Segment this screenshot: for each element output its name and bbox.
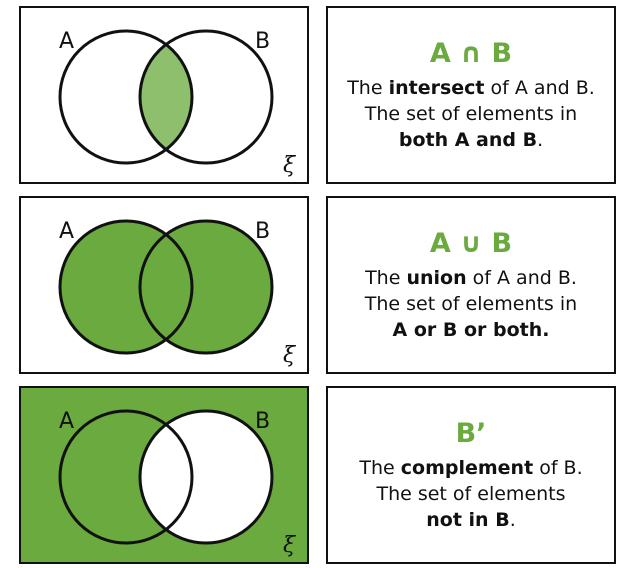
universal-set-symbol: ξ (283, 153, 297, 178)
card-line-2: The set of elements in (364, 103, 578, 125)
card-line-2: The set of elements (376, 483, 566, 505)
venn-diagram-complement-b: A B ξ (19, 386, 309, 564)
card-line-3: both A and B. (398, 129, 544, 151)
card-title: B’ (455, 418, 487, 449)
circle-b (138, 29, 274, 165)
card-line-3: not in B. (426, 509, 516, 531)
circle-a (58, 409, 194, 545)
card-title: A ∪ B (429, 228, 513, 259)
circle-a (58, 219, 194, 355)
venn-diagram-intersection: A B ξ (19, 6, 309, 184)
definition-card-intersection: A ∩ B The intersect of A and B. The set … (326, 6, 616, 184)
label-b: B (255, 29, 270, 54)
intersection-region (140, 31, 192, 163)
card-line-1: The complement of B. (359, 457, 583, 479)
label-b: B (255, 409, 270, 434)
definition-card-union: A ∪ B The union of A and B. The set of e… (326, 196, 616, 374)
circle-b (138, 219, 274, 355)
card-line-2: The set of elements in (364, 293, 578, 315)
label-a: A (59, 219, 74, 244)
card-title: A ∩ B (429, 38, 513, 69)
label-a: A (59, 29, 74, 54)
card-line-3: A or B or both. (392, 319, 550, 341)
circle-a (58, 29, 194, 165)
circle-b (138, 409, 274, 545)
card-line-1: The union of A and B. (365, 267, 577, 289)
venn-diagram-union: A B ξ (19, 196, 309, 374)
universal-set-symbol: ξ (283, 533, 297, 558)
universal-set-symbol: ξ (283, 343, 297, 368)
set-b-region (140, 411, 272, 543)
label-a: A (59, 409, 74, 434)
union-region-b (140, 221, 272, 353)
card-line-1: The intersect of A and B. (347, 77, 595, 99)
definition-card-complement: B’ The complement of B. The set of eleme… (326, 386, 616, 564)
label-b: B (255, 219, 270, 244)
